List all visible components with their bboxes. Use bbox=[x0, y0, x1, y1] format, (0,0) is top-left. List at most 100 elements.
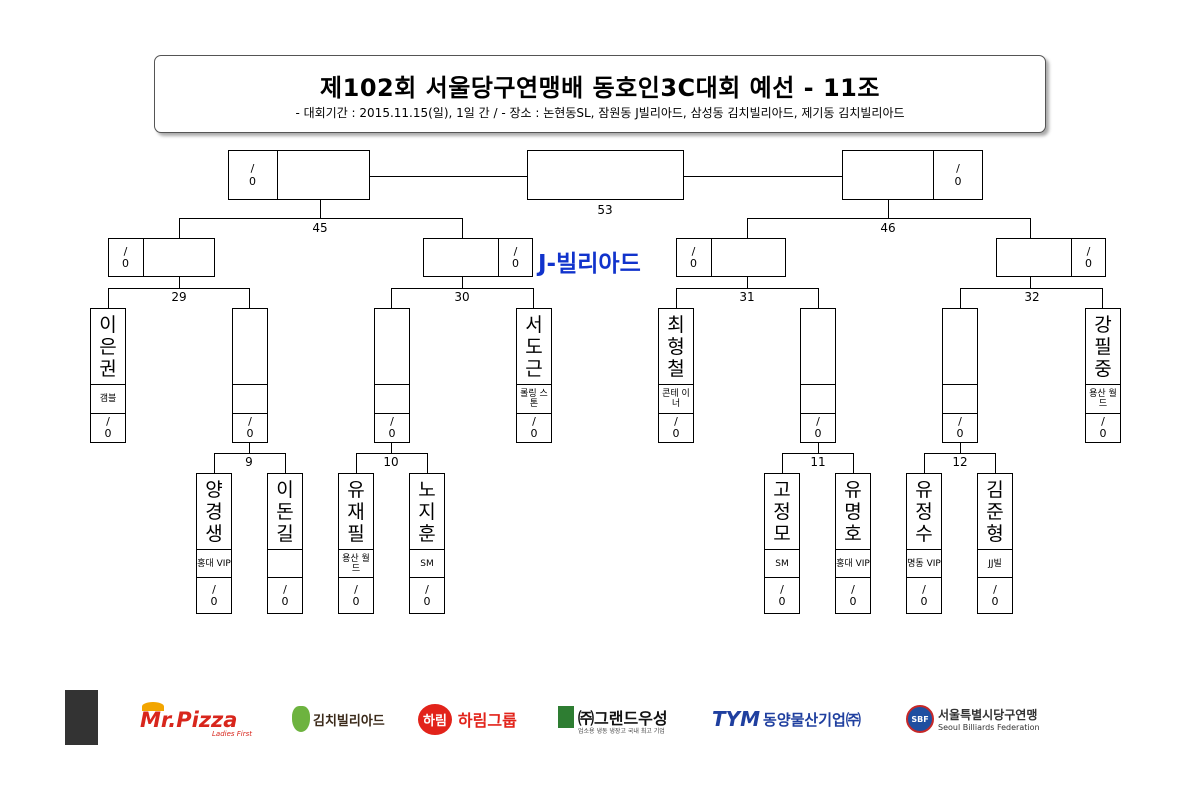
cabbage-icon bbox=[292, 706, 310, 732]
grand-logo-text: ㈜그랜드우성 bbox=[578, 709, 668, 728]
semi-32-score: / 0 bbox=[1085, 245, 1092, 270]
harim-logo-text: 하림그룹 bbox=[457, 711, 517, 730]
sponsor-mrpizza: Mr.Pizza Ladies First bbox=[140, 702, 270, 738]
player-club: 롤링 스톤 bbox=[516, 385, 552, 414]
player-slot-3: /0 bbox=[374, 308, 410, 443]
final-right-score: / 0 bbox=[954, 162, 962, 188]
player-club: JJ빌 bbox=[977, 550, 1013, 578]
tym-logo-mark: TYM bbox=[712, 707, 761, 731]
sponsor-sbf: SBF 서울특별시당구연맹 Seoul Billiards Federation bbox=[906, 702, 1076, 736]
sbf-logo-text: 서울특별시당구연맹 bbox=[938, 708, 1038, 722]
player-score: /0 bbox=[90, 414, 126, 443]
semi-box-31 bbox=[676, 238, 786, 277]
player-name bbox=[232, 308, 268, 385]
player-score: /0 bbox=[1085, 414, 1121, 443]
player-club: 홍대 VIP bbox=[196, 550, 232, 578]
player-slot-2: /0 bbox=[232, 308, 268, 443]
tournament-subtitle: - 대회기간 : 2015.11.15(일), 1일 간 / - 장소 : 논현… bbox=[295, 106, 905, 120]
player-club: 용산 월드 bbox=[1085, 385, 1121, 414]
player-club: 콘테 이너 bbox=[658, 385, 694, 414]
player-name bbox=[374, 308, 410, 385]
semi-29-score: / 0 bbox=[122, 245, 129, 270]
player-score: /0 bbox=[196, 578, 232, 614]
tournament-title: 제102회 서울당구연맹배 동호인3C대회 예선 - 11조 bbox=[320, 74, 880, 102]
final-left-score: / 0 bbox=[249, 162, 256, 188]
semi-box-29 bbox=[108, 238, 215, 277]
player-score: /0 bbox=[232, 414, 268, 443]
semi-31-score: / 0 bbox=[690, 245, 697, 270]
player-score: /0 bbox=[764, 578, 800, 614]
player-club bbox=[800, 385, 836, 414]
player-club bbox=[942, 385, 978, 414]
player-club bbox=[374, 385, 410, 414]
player-club: 용산 월드 bbox=[338, 550, 374, 578]
match-45-label: 45 bbox=[312, 221, 328, 235]
final-left-box bbox=[228, 150, 370, 200]
semi-30-score: / 0 bbox=[512, 245, 519, 270]
player-club bbox=[267, 550, 303, 578]
player-score: /0 bbox=[835, 578, 871, 614]
match-31-label: 31 bbox=[739, 290, 755, 304]
match-46-label: 46 bbox=[880, 221, 896, 235]
player-score: /0 bbox=[374, 414, 410, 443]
sponsor-kimchi-billiards: 김치빌리아드 bbox=[292, 702, 404, 736]
player-slot-7: /0 bbox=[942, 308, 978, 443]
final-center-box bbox=[527, 150, 684, 200]
match-10-label: 10 bbox=[383, 455, 399, 469]
tournament-header: 제102회 서울당구연맹배 동호인3C대회 예선 - 11조 - 대회기간 : … bbox=[154, 55, 1046, 133]
sponsor-harim: 하림 하림그룹 bbox=[418, 702, 540, 736]
player-score: /0 bbox=[516, 414, 552, 443]
harim-logo-badge: 하림 bbox=[418, 703, 452, 735]
sponsor-tym: TYM 동양물산기업㈜ bbox=[712, 702, 892, 736]
player-name bbox=[942, 308, 978, 385]
player-score: /0 bbox=[658, 414, 694, 443]
final-right-box bbox=[842, 150, 983, 200]
venue-label: J-빌리아드 bbox=[538, 251, 641, 277]
player-club: 갬블 bbox=[90, 385, 126, 414]
sbf-tagline: Seoul Billiards Federation bbox=[938, 723, 1040, 732]
player-club: SM bbox=[409, 550, 445, 578]
tym-logo-text: 동양물산기업㈜ bbox=[763, 710, 861, 729]
player-club: 홍대 VIP bbox=[835, 550, 871, 578]
player-club: SM bbox=[764, 550, 800, 578]
semi-box-30 bbox=[423, 238, 533, 277]
player-score: /0 bbox=[267, 578, 303, 614]
grand-tagline: 업소용 냉동 냉장고 국내 최고 기업 bbox=[578, 728, 665, 735]
player-club: 명동 VIP bbox=[906, 550, 942, 578]
player-score: /0 bbox=[800, 414, 836, 443]
match-29-label: 29 bbox=[171, 290, 187, 304]
mrpizza-tagline: Ladies First bbox=[212, 730, 252, 738]
player-club bbox=[232, 385, 268, 414]
match-12-label: 12 bbox=[952, 455, 968, 469]
pizza-hat-icon bbox=[142, 702, 164, 711]
match-32-label: 32 bbox=[1024, 290, 1040, 304]
match-11-label: 11 bbox=[810, 455, 826, 469]
match-53-label: 53 bbox=[597, 203, 613, 217]
player-slot-6: /0 bbox=[800, 308, 836, 443]
player-score: /0 bbox=[906, 578, 942, 614]
match-30-label: 30 bbox=[454, 290, 470, 304]
semi-box-32 bbox=[996, 238, 1106, 277]
mrpizza-logo-text: Mr.Pizza bbox=[140, 708, 238, 732]
sponsor-grand-woosung: ㈜그랜드우성 업소용 냉동 냉장고 국내 최고 기업 bbox=[558, 702, 694, 736]
